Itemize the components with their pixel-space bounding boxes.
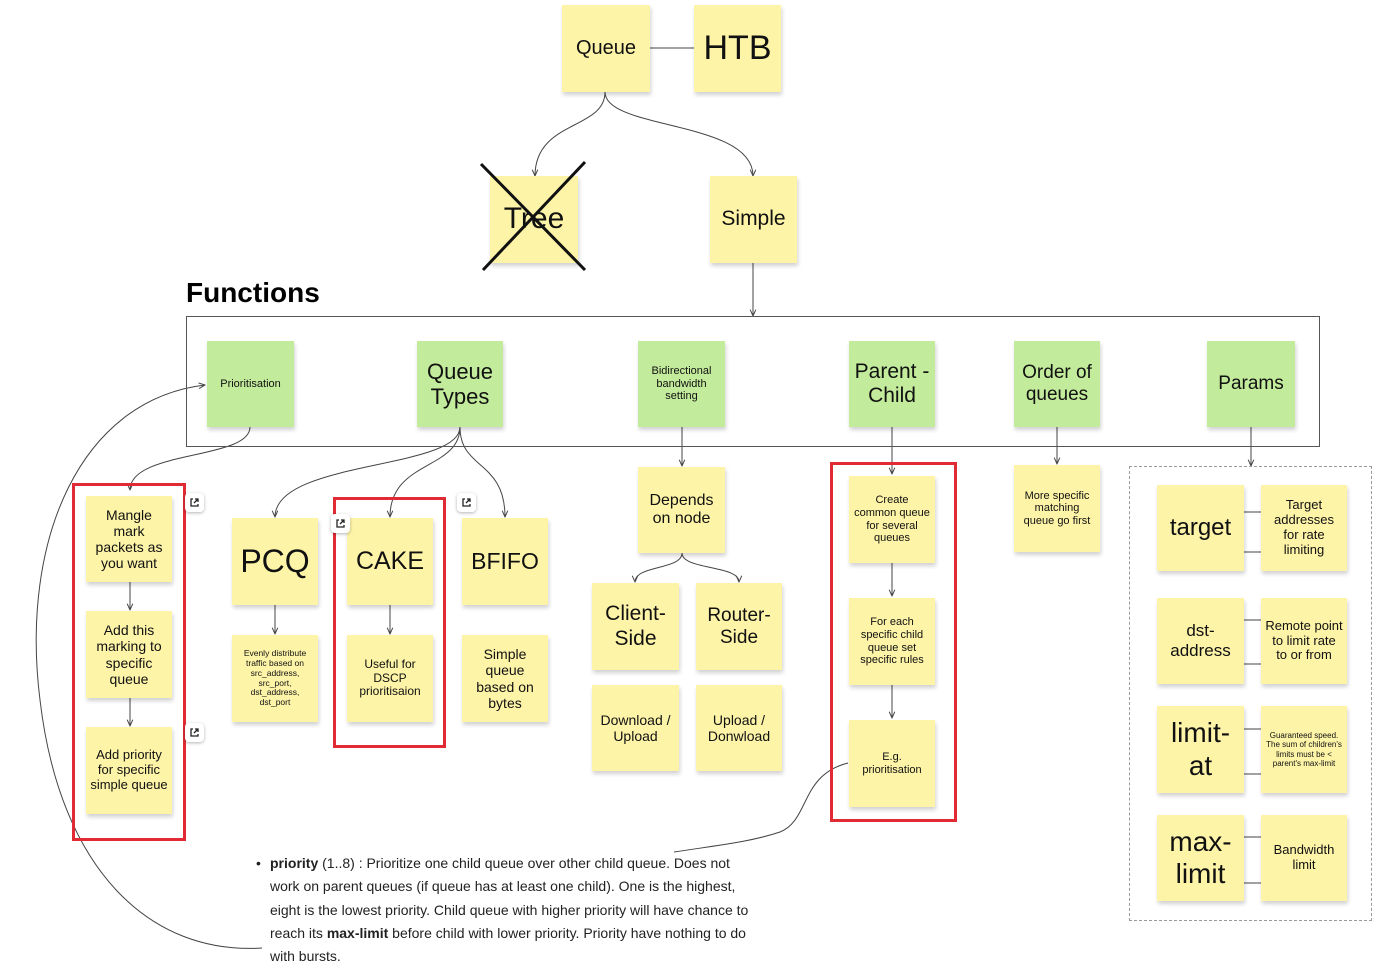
note-target[interactable]: target [1157,485,1244,571]
external-link-icon[interactable] [457,493,476,512]
bullet: • [256,855,261,871]
note-add-marking[interactable]: Add this marking to specific queue [86,611,172,698]
note-prioritisation[interactable]: Prioritisation [207,341,294,427]
note-queue[interactable]: Queue [562,5,650,92]
connector-queue-tree [535,91,606,176]
external-link-icon[interactable] [331,514,350,533]
note-dst-address-desc[interactable]: Remote point to limit rate to or from [1261,598,1347,684]
params-frame [1129,466,1372,921]
note-add-priority[interactable]: Add priority for specific simple queue [86,727,172,814]
note-max-limit[interactable]: max-limit [1157,815,1244,901]
connector-prioritisation-mangle [130,426,251,490]
note-bfifo[interactable]: BFIFO [462,518,548,605]
connector-queue-simple [604,91,753,176]
note-bfifo-desc[interactable]: Simple queue based on bytes [462,635,548,722]
note-create-common[interactable]: Create common queue for several queues [849,476,935,563]
connector-depends-client [635,552,683,582]
note-queue-types[interactable]: Queue Types [417,341,503,427]
note-mangle[interactable]: Mangle mark packets as you want [86,496,172,582]
note-cake-desc[interactable]: Useful for DSCP prioritisaion [347,635,433,722]
note-pcq[interactable]: PCQ [232,518,318,605]
connector-description-prioritisation [35,385,263,949]
connector-types-bfifo [459,426,505,517]
note-client-side[interactable]: Client-Side [592,583,679,670]
note-order-of-queues[interactable]: Order of queues [1014,341,1100,427]
note-cake[interactable]: CAKE [347,518,433,605]
note-dst-address[interactable]: dst-address [1157,598,1244,684]
description-term: priority [270,855,319,871]
note-pcq-desc[interactable]: Evenly distribute traffic based on src_a… [232,635,318,722]
note-router-side[interactable]: Router-Side [696,583,782,670]
cake-highlight-frame [333,497,446,748]
external-link-icon[interactable] [185,493,204,512]
priority-description: • priority (1..8) : Prioritize one child… [256,852,762,968]
note-more-specific[interactable]: More specific matching queue go first [1014,465,1100,552]
external-link-icon[interactable] [185,723,204,742]
description-text: (1..8) : Prioritize one child queue over… [270,855,749,941]
note-target-desc[interactable]: Target addresses for rate limiting [1261,485,1347,571]
note-htb[interactable]: HTB [694,5,781,92]
note-eg-prioritisation[interactable]: E.g. prioritisation [849,720,935,807]
description-text-rest: before child with lower priority. Priori… [270,924,746,965]
note-upload-download[interactable]: Upload / Donwload [696,685,782,771]
connector-types-pcq [275,426,461,517]
note-for-each[interactable]: For each specific child queue set specif… [849,598,935,685]
note-bidirectional[interactable]: Bidirectional bandwidth setting [638,341,725,427]
connector-depends-router [681,552,739,582]
prioritisation-highlight-frame [72,483,186,841]
note-limit-at-desc[interactable]: Guaranteed speed. The sum of children's … [1261,706,1347,793]
note-parent-child[interactable]: Parent - Child [849,341,935,427]
note-params[interactable]: Params [1207,341,1295,427]
parent-child-highlight-frame [830,462,957,822]
note-simple[interactable]: Simple [710,176,797,263]
note-max-limit-desc[interactable]: Bandwidth limit [1261,815,1347,901]
connector-eg-description [673,762,849,853]
note-limit-at[interactable]: limit-at [1157,706,1244,793]
cross-out-mark [479,160,587,272]
description-term-max-limit: max-limit [326,924,389,941]
section-title: Functions [186,277,320,308]
note-download-upload[interactable]: Download / Upload [592,685,679,771]
note-depends-on-node[interactable]: Depends on node [638,467,725,553]
functions-frame [186,316,1320,447]
